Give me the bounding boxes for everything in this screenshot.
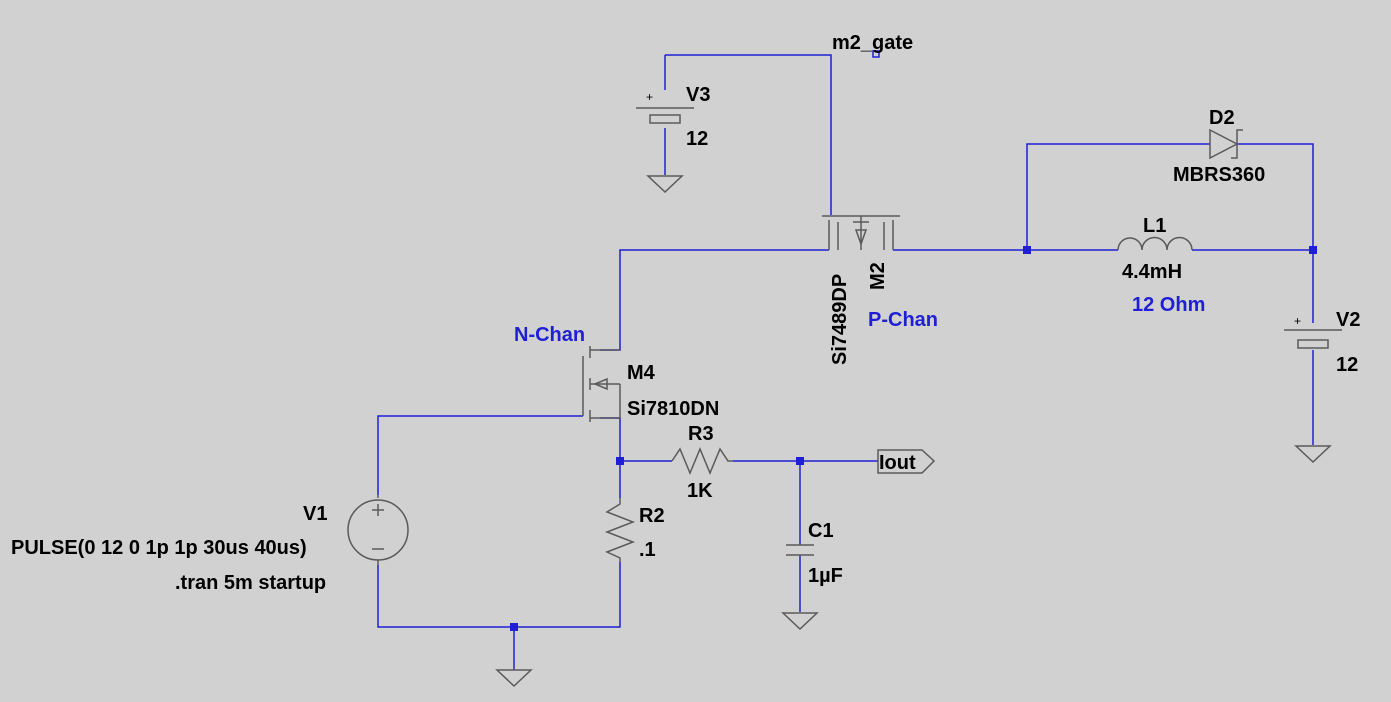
wire-bottom — [377, 562, 621, 628]
svg-text:m2_gate: m2_gate — [832, 32, 913, 54]
v3-name: V3 — [686, 84, 710, 106]
l1-value: 4.4mH — [1122, 261, 1182, 283]
c1-name: C1 — [808, 520, 834, 542]
m4-name: M4 — [627, 362, 656, 384]
ground-icon — [495, 669, 533, 688]
diode-d2[interactable]: D2 MBRS360 — [1173, 107, 1265, 186]
wire-d2-anode — [1026, 143, 1210, 250]
voltage-source-v1[interactable]: V1 PULSE(0 12 0 1p 1p 30us 40us) — [11, 495, 409, 565]
m2-name: M2 — [867, 262, 889, 290]
capacitor-c1[interactable]: C1 1µF — [786, 520, 843, 587]
v2-value: 12 — [1336, 354, 1358, 376]
resistor-r3[interactable]: R3 1K — [671, 423, 733, 502]
wire-v1-gate — [377, 415, 583, 495]
net-label-m2-gate[interactable]: m2_gate — [832, 32, 913, 58]
d2-name: D2 — [1209, 107, 1235, 129]
l1-name: L1 — [1143, 215, 1166, 237]
ground-icon — [646, 175, 684, 194]
mosfet-m4[interactable]: N-Chan M4 Si7810DN — [514, 324, 719, 422]
battery-v2[interactable]: + V2 12 — [1284, 309, 1360, 376]
junctions — [510, 246, 1317, 631]
svg-text:+: + — [1294, 314, 1301, 328]
v1-name: V1 — [303, 503, 327, 525]
l1-resistance: 12 Ohm — [1132, 294, 1205, 316]
battery-v3[interactable]: + V3 12 — [636, 84, 710, 150]
m2-part: Si7489DP — [829, 274, 851, 365]
inductor-l1[interactable]: L1 4.4mH 12 Ohm — [1117, 215, 1205, 316]
r2-name: R2 — [639, 505, 665, 527]
r3-name: R3 — [688, 423, 714, 445]
mosfet-m2[interactable]: Si7489DP M2 P-Chan — [822, 215, 938, 365]
v2-name: V2 — [1336, 309, 1360, 331]
c1-value: 1µF — [808, 565, 843, 587]
v3-value: 12 — [686, 128, 708, 150]
r3-value: 1K — [687, 480, 713, 502]
ground-icon — [781, 612, 819, 631]
resistor-r2[interactable]: R2 .1 — [604, 498, 665, 562]
iout-label: Iout — [879, 452, 916, 474]
d2-value: MBRS360 — [1173, 164, 1265, 186]
wire-gate-net — [665, 54, 832, 215]
r2-value: .1 — [639, 539, 656, 561]
v1-value: PULSE(0 12 0 1p 1p 30us 40us) — [11, 537, 307, 559]
m4-part: Si7810DN — [627, 398, 719, 420]
m2-type: P-Chan — [868, 309, 938, 331]
port-iout[interactable]: Iout — [877, 449, 936, 474]
svg-text:+: + — [646, 90, 653, 104]
wire-d2-cathode — [1237, 143, 1314, 323]
ground-icon — [1294, 445, 1332, 464]
m4-type: N-Chan — [514, 324, 585, 346]
wire-m2-m4 — [600, 249, 829, 351]
tran-directive[interactable]: .tran 5m startup — [175, 572, 326, 594]
wires — [377, 54, 1314, 670]
